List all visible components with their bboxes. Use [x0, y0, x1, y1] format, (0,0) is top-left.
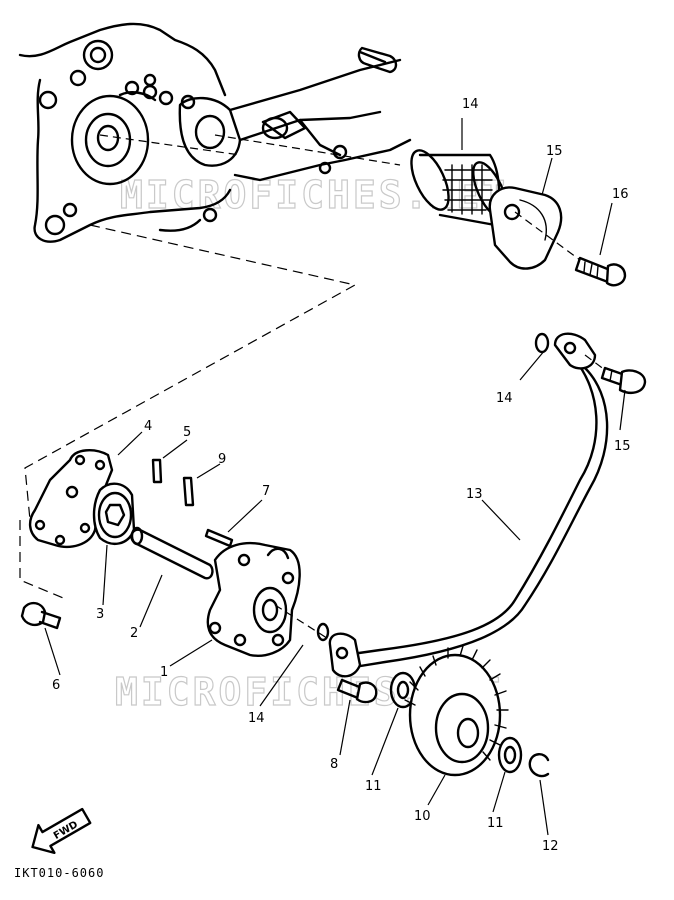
dowel-7: [204, 528, 234, 548]
callout-18: 16: [612, 187, 629, 202]
pump-rotor: [92, 482, 136, 546]
bolt-18: [574, 256, 627, 287]
callout-7: 7: [262, 484, 270, 499]
callout-16: 14: [462, 97, 479, 112]
pump-cover-gasket: [28, 449, 114, 549]
crankcase-cover: [18, 22, 412, 243]
bolt-6: [20, 601, 62, 630]
callout-17: 15: [546, 144, 563, 159]
callout-11-left: 11: [365, 779, 382, 794]
callout-1: 1: [160, 665, 168, 680]
callout-5: 5: [183, 425, 191, 440]
oil-delivery-pipe: [328, 332, 609, 678]
leader-lines: [44, 118, 626, 836]
callout-9: 9: [218, 452, 226, 467]
pin-5: [151, 458, 163, 484]
callout-3: 3: [96, 607, 104, 622]
callout-6: 6: [52, 678, 60, 693]
callout-11-right: 11: [487, 816, 504, 831]
pin-9: [182, 476, 195, 507]
strainer-cover: [488, 186, 563, 270]
callout-2: 2: [130, 626, 138, 641]
callout-15: 15: [614, 439, 631, 454]
diagram-code: IKT010-6060: [14, 866, 105, 880]
fwd-arrow-icon: FWD: [31, 807, 92, 855]
circlip-12: [528, 753, 550, 778]
callout-14-bottom: 14: [248, 711, 265, 726]
callout-14-top: 14: [496, 391, 513, 406]
callout-13: 13: [466, 487, 483, 502]
pump-shaft: [130, 526, 214, 580]
pump-drive-gear: [404, 645, 509, 777]
callout-12: 12: [542, 839, 559, 854]
washer-11-b: [497, 736, 523, 774]
o-ring-14-top: [534, 332, 550, 354]
bolt-8: [336, 678, 378, 704]
callout-10: 10: [414, 809, 431, 824]
callout-8: 8: [330, 757, 338, 772]
bolt-15: [600, 366, 647, 394]
callout-4: 4: [144, 419, 152, 434]
o-ring-14-bottom: [316, 622, 330, 642]
oil-pump-body: [206, 541, 301, 657]
